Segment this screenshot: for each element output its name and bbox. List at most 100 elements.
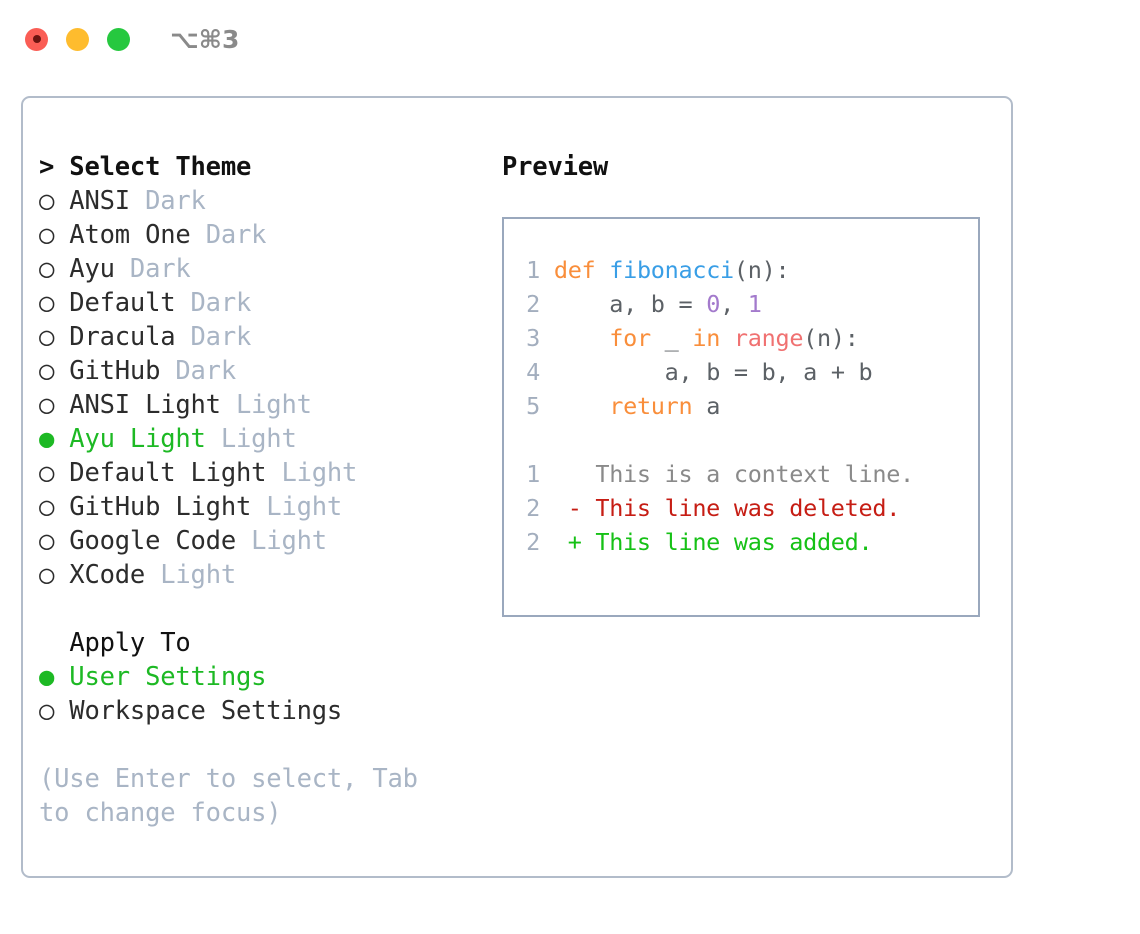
theme-option-label: Ayu bbox=[54, 254, 130, 284]
theme-option-tag: Light bbox=[220, 424, 297, 454]
theme-option-tag: Dark bbox=[129, 254, 191, 284]
theme-option-label: Atom One bbox=[54, 220, 206, 250]
theme-option-atom-one[interactable]: ○ Atom One Dark bbox=[39, 218, 509, 252]
apply-to-option-label: Workspace Settings bbox=[54, 696, 343, 726]
code-token: 0 bbox=[706, 290, 721, 318]
line-number: 5 bbox=[526, 392, 540, 420]
close-window-icon[interactable] bbox=[25, 27, 48, 51]
theme-option-tag: Light bbox=[266, 492, 343, 522]
theme-option-tag: Light bbox=[235, 390, 312, 420]
radio-unselected-icon: ○ bbox=[39, 220, 55, 250]
minimize-window-icon[interactable] bbox=[66, 27, 89, 51]
apply-to-option-workspace-settings[interactable]: ○ Workspace Settings bbox=[39, 694, 509, 728]
theme-option-dracula[interactable]: ○ Dracula Dark bbox=[39, 320, 509, 354]
radio-unselected-icon: ○ bbox=[39, 254, 55, 284]
code-token bbox=[595, 256, 609, 284]
theme-option-tag: Dark bbox=[145, 186, 206, 216]
line-number: 2 bbox=[526, 290, 540, 318]
radio-selected-icon: ● bbox=[39, 424, 55, 454]
radio-unselected-icon: ○ bbox=[39, 560, 55, 590]
diff-line: 2 - This line was deleted. bbox=[518, 491, 978, 525]
theme-option-ayu[interactable]: ○ Ayu Dark bbox=[39, 252, 509, 286]
theme-option-ansi[interactable]: ○ ANSI Dark bbox=[39, 184, 509, 218]
theme-option-default[interactable]: ○ Default Dark bbox=[39, 286, 509, 320]
maximize-window-icon[interactable] bbox=[107, 27, 130, 51]
diff-line: 1 This is a context line. bbox=[518, 457, 978, 491]
code-line: 5 return a bbox=[518, 389, 978, 423]
code-token bbox=[554, 392, 609, 420]
theme-list: ○ ANSI Dark○ Atom One Dark○ Ayu Dark○ De… bbox=[39, 184, 509, 592]
code-token bbox=[720, 324, 734, 352]
theme-option-label: Default Light bbox=[54, 458, 282, 488]
radio-unselected-icon: ○ bbox=[39, 186, 55, 216]
theme-option-google-code[interactable]: ○ Google Code Light bbox=[39, 524, 509, 558]
code-token: (n): bbox=[733, 256, 790, 284]
apply-to-option-user-settings[interactable]: ● User Settings bbox=[39, 660, 509, 694]
code-token: fibonacci bbox=[609, 256, 734, 284]
apply-to-list: ● User Settings○ Workspace Settings bbox=[39, 660, 509, 728]
preview-heading: Preview bbox=[502, 152, 609, 182]
preview-column: Preview 1 def fibonacci(n):2 a, b = 0, 1… bbox=[502, 150, 992, 617]
code-token: return bbox=[609, 392, 693, 420]
code-line: 3 for _ in range(n): bbox=[518, 321, 978, 355]
code-token: , bbox=[720, 290, 748, 318]
theme-option-tag: Dark bbox=[190, 288, 252, 318]
theme-option-ayu-light[interactable]: ● Ayu Light Light bbox=[39, 422, 509, 456]
code-line: 2 a, b = 0, 1 bbox=[518, 287, 978, 321]
traffic-light-group bbox=[25, 27, 130, 51]
theme-option-tag: Light bbox=[251, 526, 327, 556]
code-token: for bbox=[609, 324, 651, 352]
theme-option-xcode[interactable]: ○ XCode Light bbox=[39, 558, 509, 592]
code-token: 1 bbox=[747, 290, 762, 318]
theme-picker-column: > Select Theme ○ ANSI Dark○ Atom One Dar… bbox=[39, 150, 509, 830]
theme-option-label: Google Code bbox=[54, 526, 252, 556]
theme-option-tag: Dark bbox=[190, 322, 252, 352]
radio-unselected-icon: ○ bbox=[39, 390, 55, 420]
theme-option-tag: Light bbox=[281, 458, 358, 488]
window-title: ⌥⌘3 bbox=[170, 24, 240, 54]
line-number: 3 bbox=[526, 324, 540, 352]
keyboard-hint-text: (Use Enter to select, Tab to change focu… bbox=[39, 764, 418, 828]
line-number: 2 bbox=[526, 494, 540, 522]
theme-option-github[interactable]: ○ GitHub Dark bbox=[39, 354, 509, 388]
code-token: _ bbox=[650, 324, 693, 352]
line-number: 4 bbox=[526, 358, 540, 386]
code-token: a bbox=[692, 392, 721, 420]
theme-option-label: Ayu Light bbox=[54, 424, 221, 454]
line-number: 1 bbox=[526, 256, 540, 284]
main-panel: > Select Theme ○ ANSI Dark○ Atom One Dar… bbox=[21, 96, 1013, 878]
radio-unselected-icon: ○ bbox=[39, 322, 55, 352]
radio-selected-icon: ● bbox=[39, 662, 55, 692]
code-token: range bbox=[733, 324, 804, 352]
theme-option-ansi-light[interactable]: ○ ANSI Light Light bbox=[39, 388, 509, 422]
code-token: (n): bbox=[803, 324, 859, 352]
code-token: in bbox=[692, 324, 721, 352]
line-number: 1 bbox=[526, 460, 540, 488]
radio-unselected-icon: ○ bbox=[39, 696, 55, 726]
code-token bbox=[554, 324, 609, 352]
theme-option-label: Default bbox=[54, 288, 191, 318]
apply-to-heading: Apply To bbox=[69, 628, 191, 658]
theme-option-tag: Dark bbox=[205, 220, 267, 250]
radio-unselected-icon: ○ bbox=[39, 526, 55, 556]
theme-option-label: Dracula bbox=[54, 322, 191, 352]
diff-line: 2 + This line was added. bbox=[518, 525, 978, 559]
theme-option-default-light[interactable]: ○ Default Light Light bbox=[39, 456, 509, 490]
radio-unselected-icon: ○ bbox=[39, 288, 55, 318]
code-token: def bbox=[553, 256, 596, 284]
theme-option-github-light[interactable]: ○ GitHub Light Light bbox=[39, 490, 509, 524]
diff-line-text: + This line was added. bbox=[540, 528, 873, 556]
theme-option-tag: Dark bbox=[175, 356, 236, 386]
line-number: 2 bbox=[526, 528, 540, 556]
theme-option-label: ANSI Light bbox=[54, 390, 236, 420]
title-bar: ⌥⌘3 bbox=[0, 0, 1140, 78]
diff-line-text: This is a context line. bbox=[540, 460, 914, 488]
code-line: 1 def fibonacci(n): bbox=[518, 253, 978, 287]
select-theme-heading: > Select Theme bbox=[39, 152, 252, 182]
radio-unselected-icon: ○ bbox=[39, 356, 55, 386]
theme-option-label: ANSI bbox=[54, 186, 146, 216]
diff-line-text: - This line was deleted. bbox=[540, 494, 901, 522]
